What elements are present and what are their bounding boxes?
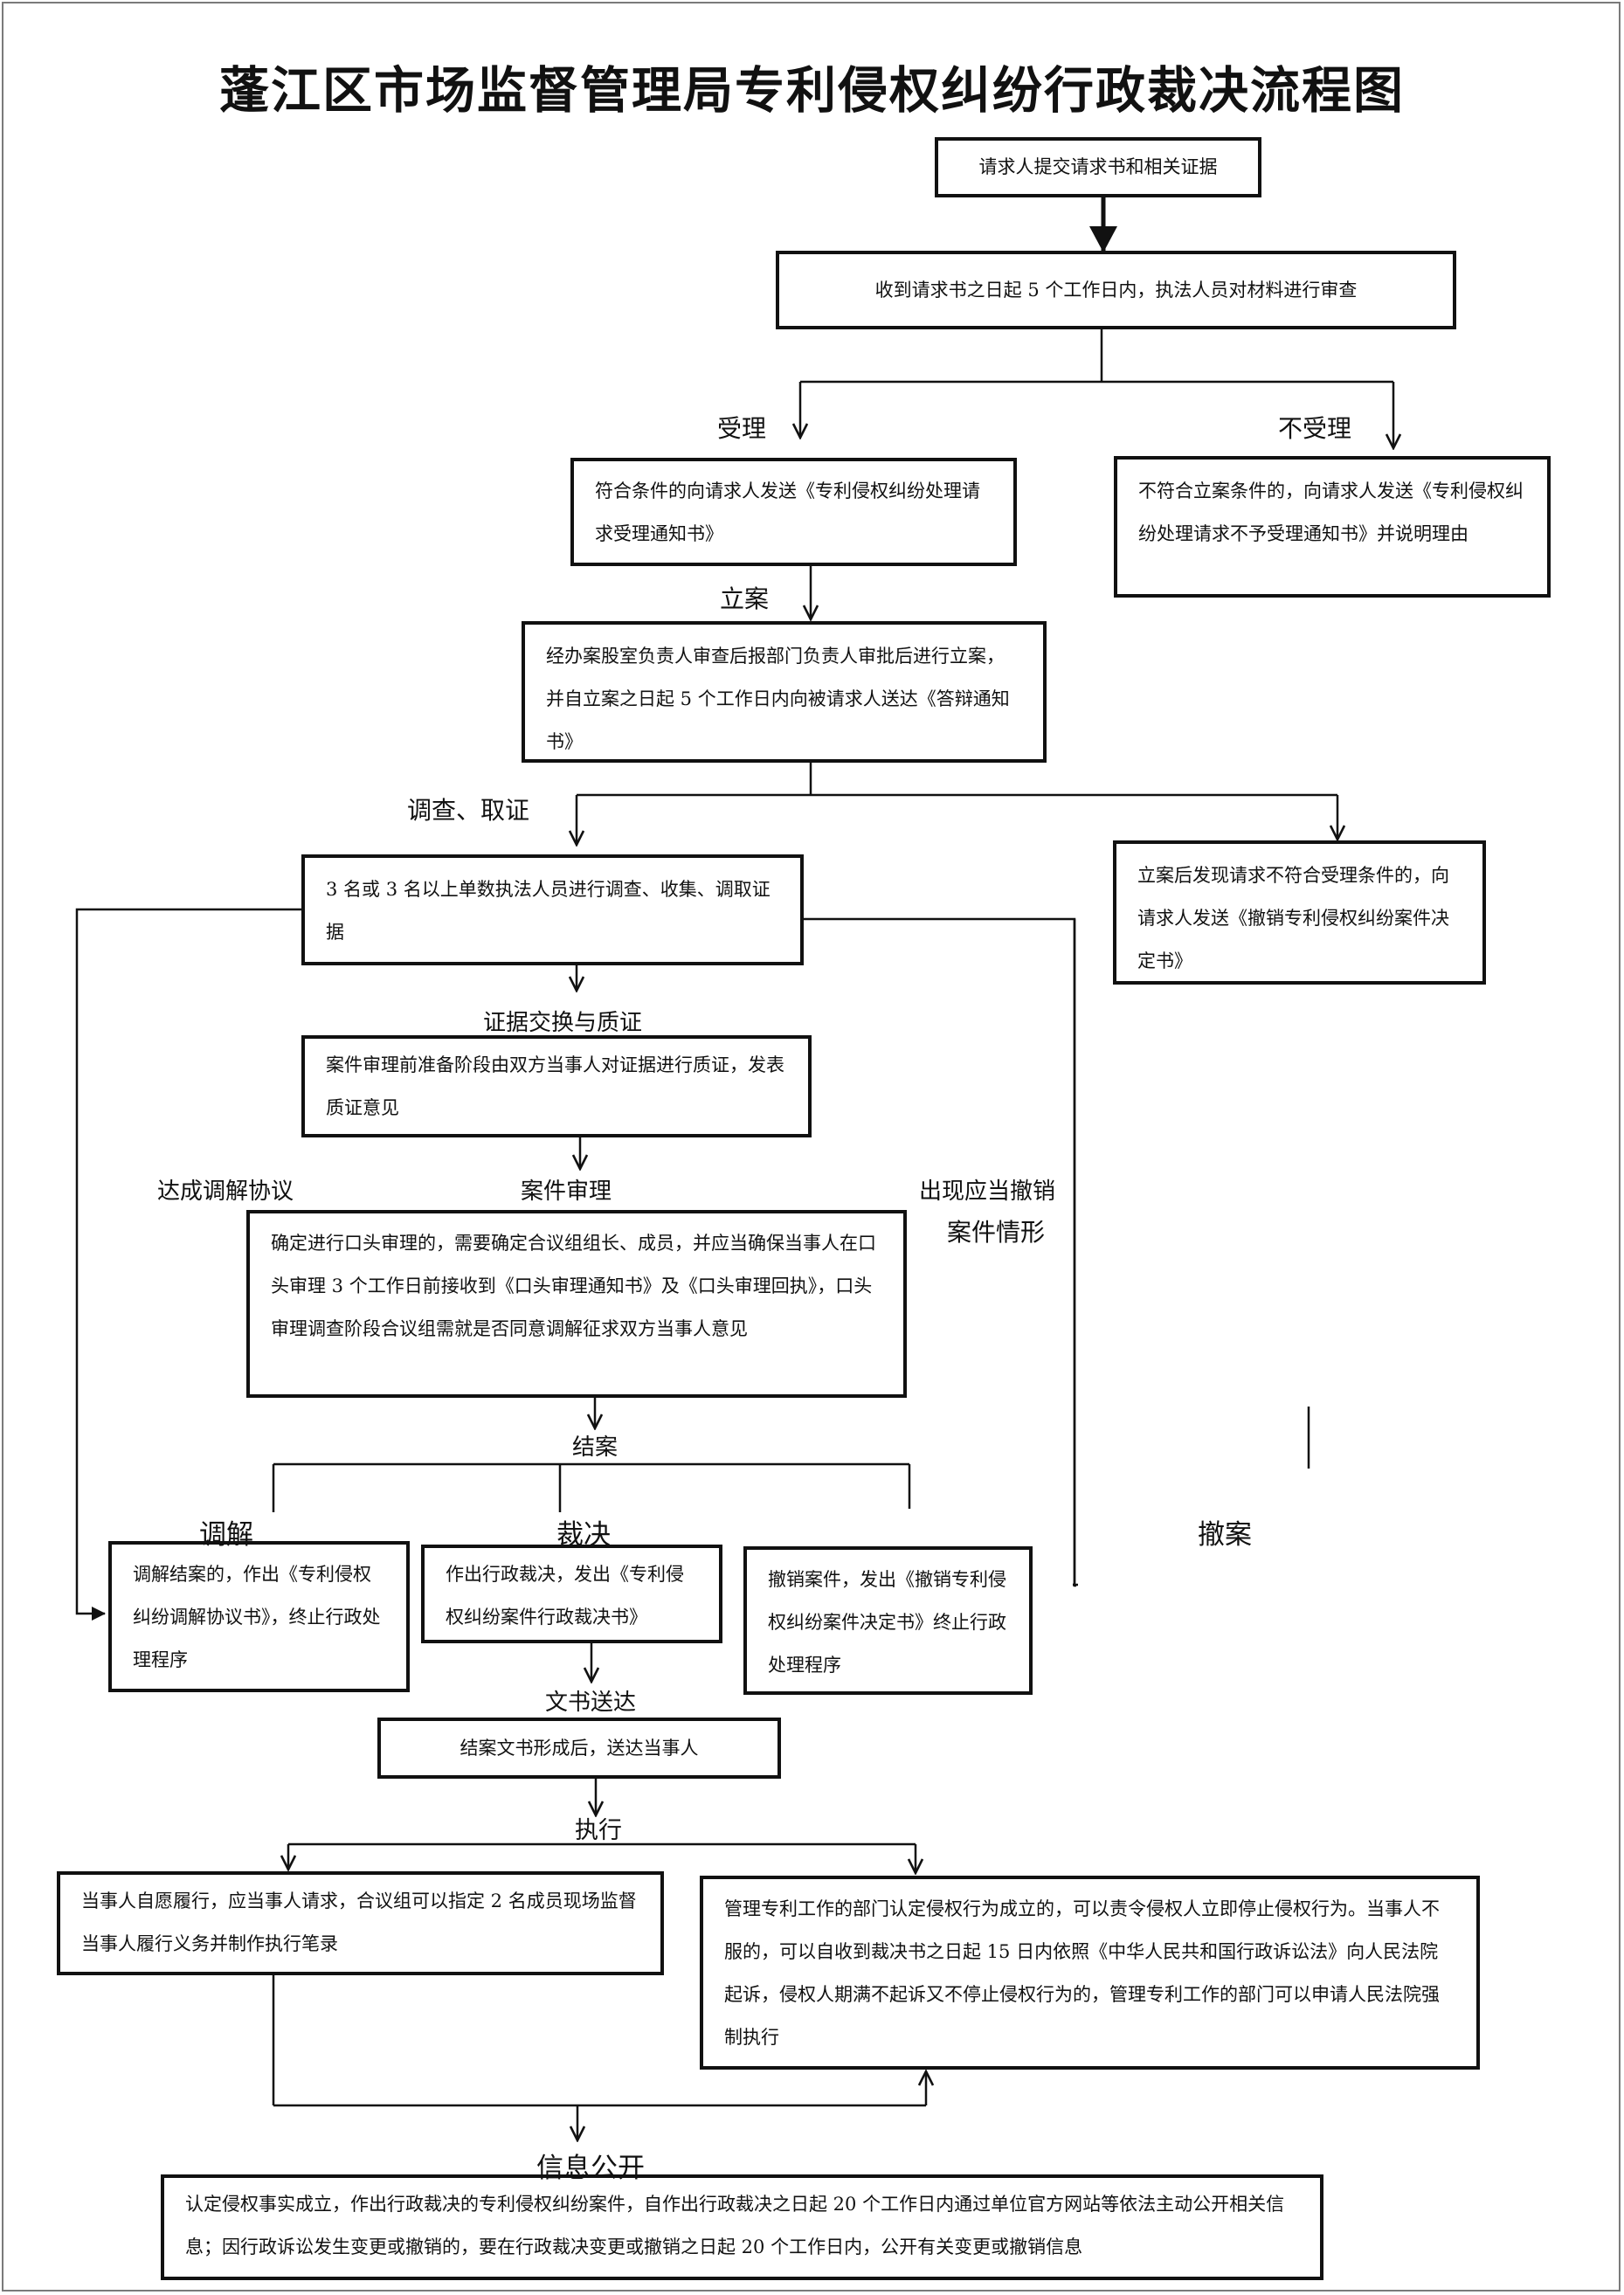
label-mediate: 调解 [199,1519,253,1551]
delivery-box: 结案文书形成后，送达当事人 [377,1718,781,1779]
disclosure-box: 认定侵权事实成立，作出行政裁决的专利侵权纠纷案件，自作出行政裁决之日起 20 个… [161,2174,1323,2280]
label-not-accepted: 不受理 [1278,414,1352,443]
line-to-mediation [75,908,301,1621]
label-withdraw-case: 撤案 [1198,1519,1252,1551]
label-doc-delivery: 文书送达 [545,1690,637,1716]
evidence-box: 案件审理前准备阶段由双方当事人对证据进行质证，发表质证意见 [301,1035,812,1137]
label-mediation-agreement: 达成调解协议 [157,1179,294,1205]
label-accepted: 受理 [717,414,767,443]
label-publish: 信息公开 [536,2153,645,2184]
label-withdraw-circumstance-2: 案件情形 [947,1218,1046,1247]
ruling-box: 作出行政裁决，发出《专利侵权纠纷案件行政裁决书》 [421,1545,722,1643]
label-investigation: 调查、取证 [407,796,530,825]
label-evidence-exchange: 证据交换与质证 [483,1010,643,1036]
accept-box: 符合条件的向请求人发送《专利侵权纠纷处理请求受理通知书》 [570,458,1017,566]
withdraw-box: 撤销案件，发出《撤销专利侵权纠纷案件决定书》终止行政处理程序 [743,1546,1033,1695]
label-trial: 案件审理 [521,1179,612,1205]
investigate-box: 3 名或 3 名以上单数执法人员进行调查、收集、调取证据 [301,854,804,965]
enforce-box: 管理专利工作的部门认定侵权行为成立的，可以责令侵权人立即停止侵权行为。当事人不服… [700,1876,1480,2070]
reject-box: 不符合立案条件的，向请求人发送《专利侵权纠纷处理请求不予受理通知书》并说明理由 [1114,456,1551,598]
hearing-box: 确定进行口头审理的，需要确定合议组组长、成员，并应当确保当事人在口头审理 3 个… [246,1210,907,1398]
label-rule: 裁决 [556,1519,611,1551]
review-box: 收到请求书之日起 5 个工作日内，执法人员对材料进行审查 [776,251,1456,329]
page-title: 蓬江区市场监督管理局专利侵权纠纷行政裁决流程图 [219,62,1405,120]
voluntary-box: 当事人自愿履行，应当事人请求，合议组可以指定 2 名成员现场监督当事人履行义务并… [57,1871,664,1975]
mediation-box: 调解结案的，作出《专利侵权纠纷调解协议书》，终止行政处理程序 [108,1541,410,1692]
label-execute: 执行 [575,1817,622,1844]
label-file: 立案 [720,584,770,613]
label-withdraw-circumstance-1: 出现应当撤销 [919,1179,1056,1205]
submit-box: 请求人提交请求书和相关证据 [935,137,1261,197]
label-close: 结案 [572,1434,619,1461]
revoke-notice-box: 立案后发现请求不符合受理条件的，向请求人发送《撤销专利侵权纠纷案件决定书》 [1113,840,1486,985]
file-case-box: 经办案股室负责人审查后报部门负责人审批后进行立案，并自立案之日起 5 个工作日内… [522,621,1047,763]
